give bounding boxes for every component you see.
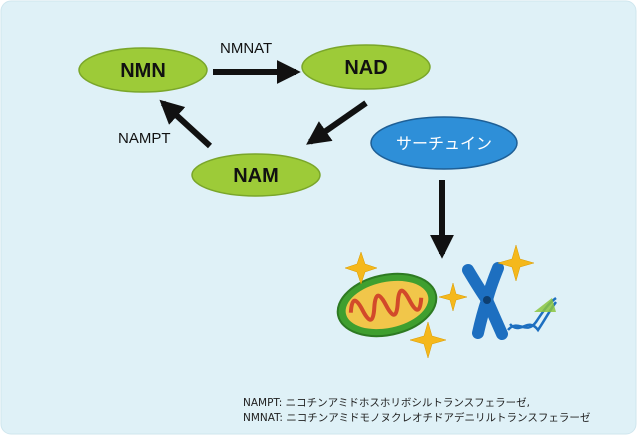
node-nam-label: NAM [233,165,279,187]
dna-helix-icon [507,297,558,333]
node-nmn-label: NMN [120,60,166,82]
node-nad: NAD [301,44,431,90]
edge-label-nampt: NAMPT [118,130,171,147]
footnote-nmnat: NMNAT: ニコチンアミドモノヌクレオチドアデニリルトランスフェラーゼ [243,412,591,424]
arrow-nam-to-nmn [159,99,213,149]
node-nam: NAM [191,153,321,197]
mitochondrion-icon [336,272,438,338]
node-nmn: NMN [78,47,208,93]
node-sirtuin-label: サーチュイン [396,134,492,153]
node-sirtuin: サーチュイン [370,116,518,170]
footnote-nampt: NAMPT: ニコチンアミドホスホリボシルトランスフェラーゼ, [243,397,530,409]
arrow-nad-to-nam [306,100,368,145]
chromosome-icon [462,262,508,340]
edge-label-nmnat: NMNAT [220,40,273,57]
sparkle-icon [344,244,535,359]
node-nad-label: NAD [344,57,387,79]
